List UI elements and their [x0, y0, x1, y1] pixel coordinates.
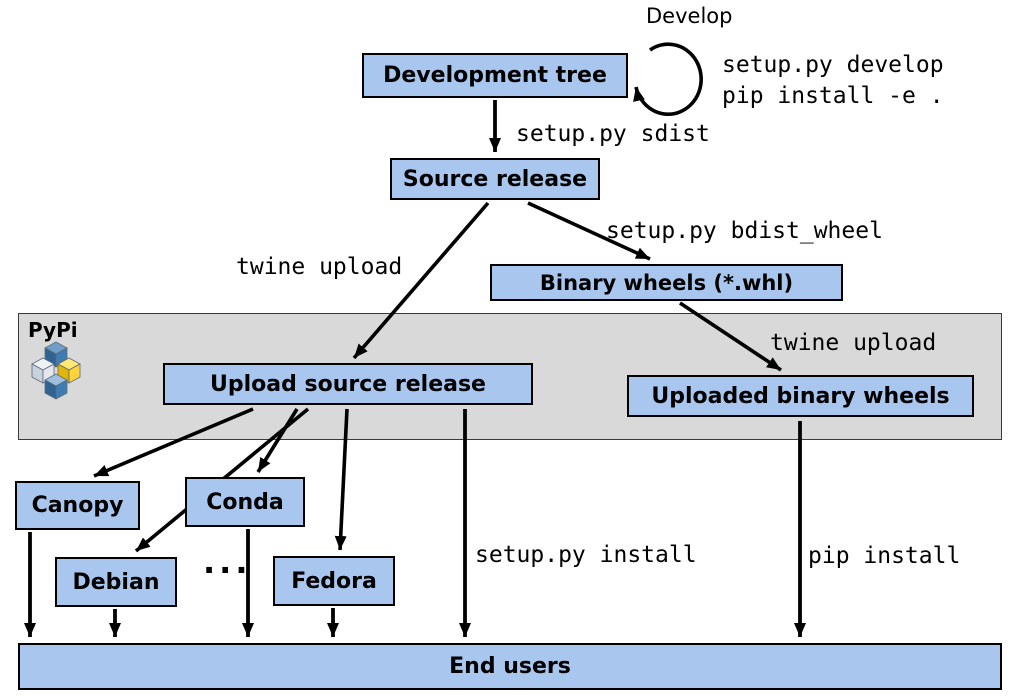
- debian-box: Debian: [55, 557, 177, 607]
- conda-box: Conda: [185, 477, 305, 527]
- development-tree-box: Development tree: [362, 53, 628, 98]
- pip-install-editable-label: pip install -e .: [722, 83, 944, 109]
- source-release-box: Source release: [390, 158, 600, 200]
- pypi-band-label: PyPi: [28, 318, 78, 342]
- end-users-bar: End users: [18, 643, 1002, 690]
- more-distros-ellipsis: ...: [203, 543, 252, 581]
- pypi-logo-icon: [31, 341, 81, 400]
- twine-upload-wheels-label: twine upload: [770, 330, 937, 356]
- develop-label: Develop: [646, 4, 733, 28]
- setup-install-label: setup.py install: [475, 542, 697, 568]
- fedora-box: Fedora: [273, 556, 395, 606]
- sdist-label: setup.py sdist: [516, 121, 710, 147]
- twine-upload-source-label: twine upload: [236, 254, 403, 280]
- pip-install-label: pip install: [808, 543, 961, 569]
- uploaded-binary-wheels-box: Uploaded binary wheels: [627, 375, 974, 417]
- canopy-box: Canopy: [15, 481, 140, 530]
- binary-wheels-box: Binary wheels (*.whl): [490, 264, 843, 301]
- upload-source-release-box: Upload source release: [163, 363, 533, 405]
- bdist-wheel-label: setup.py bdist_wheel: [606, 218, 883, 244]
- setup-develop-label: setup.py develop: [722, 52, 944, 78]
- arrow-develop-loop: [633, 42, 703, 117]
